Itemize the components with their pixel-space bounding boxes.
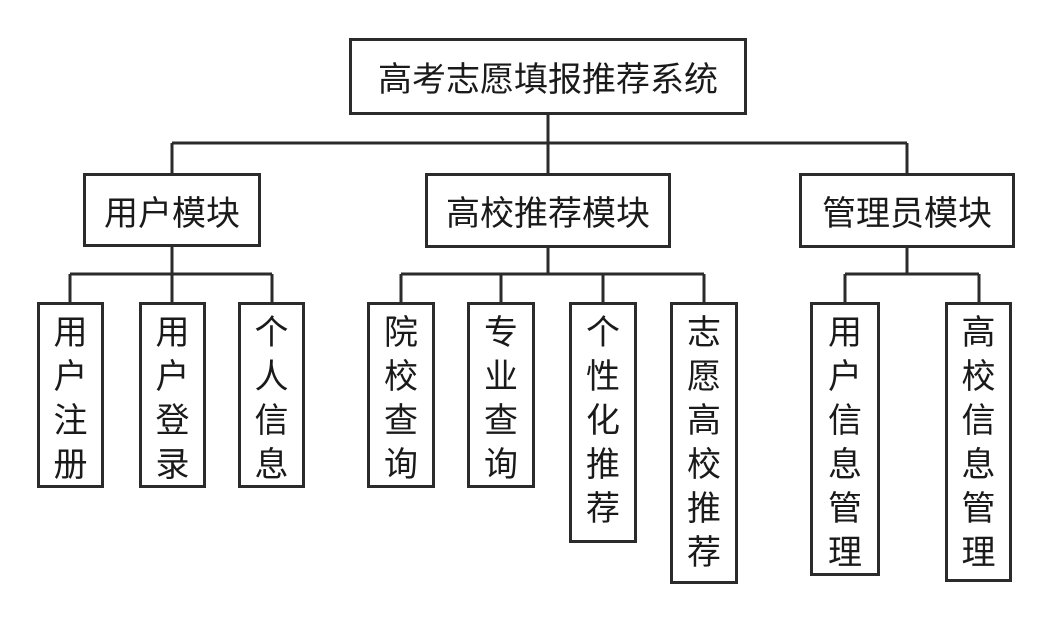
- leaf-user-info-manage-label: 用户信息管理: [828, 313, 862, 573]
- leaf-user-register-label: 用户注册: [53, 313, 88, 485]
- leaf-choice-college-recommend-label: 志愿高校推荐: [687, 313, 721, 573]
- root-label: 高考志愿填报推荐系统: [378, 60, 718, 100]
- leaf-user-login: 用户登录: [139, 302, 206, 488]
- module-user: 用户模块: [83, 173, 261, 247]
- module-admin: 管理员模块: [799, 173, 1015, 248]
- leaf-major-query-label: 专业查询: [484, 313, 518, 485]
- module-user-label: 用户模块: [104, 193, 240, 234]
- leaf-personalized-recommend: 个性化推荐: [569, 302, 637, 543]
- leaf-choice-college-recommend: 志愿高校推荐: [670, 302, 738, 584]
- leaf-personal-info: 个人信息: [238, 302, 305, 488]
- leaf-college-query: 院校查询: [367, 302, 435, 488]
- leaf-user-login-label: 用户登录: [155, 313, 190, 485]
- leaf-personalized-recommend-label: 个性化推荐: [586, 313, 620, 529]
- leaf-user-register: 用户注册: [37, 302, 104, 488]
- module-college-recommend-label: 高校推荐模块: [446, 194, 650, 234]
- module-admin-label: 管理员模块: [822, 194, 992, 234]
- leaf-college-info-manage-label: 高校信息管理: [961, 313, 996, 573]
- leaf-college-info-manage: 高校信息管理: [945, 302, 1012, 582]
- module-college-recommend: 高校推荐模块: [425, 173, 671, 248]
- leaf-major-query: 专业查询: [467, 302, 535, 488]
- leaf-user-info-manage: 用户信息管理: [810, 302, 880, 576]
- root-node: 高考志愿填报推荐系统: [349, 38, 747, 115]
- leaf-college-query-label: 院校查询: [384, 313, 418, 485]
- leaf-personal-info-label: 个人信息: [254, 313, 289, 485]
